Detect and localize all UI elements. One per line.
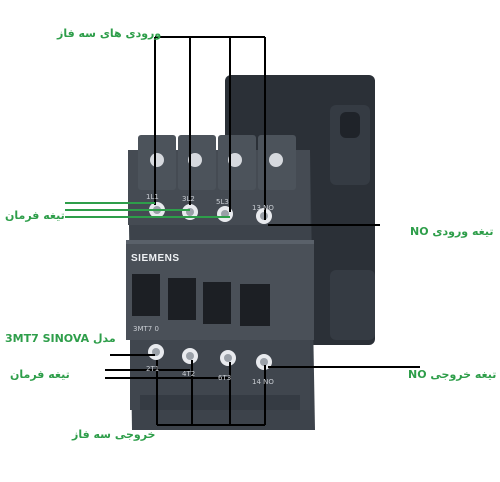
label-control-contact-bottom: تیغه فرمان: [10, 368, 70, 381]
terminal-label-13: 13 NO: [252, 204, 274, 212]
model-stamp: 3MT7 0: [133, 325, 159, 333]
label-no-input-contact: NO تیغه ورودی: [410, 225, 494, 238]
label-three-phase-output: خروجی سه فاز: [72, 428, 156, 441]
leader-lines: [105, 36, 420, 426]
label-model: 3MT7 SINOVA مدل: [5, 332, 116, 345]
terminal-label-1: 1L1: [146, 193, 159, 201]
terminal-label-14: 14 NO: [252, 378, 274, 386]
control-leader-lines: [65, 202, 230, 218]
terminal-label-2: 2T1: [146, 365, 160, 373]
terminal-label-6: 6T3: [218, 374, 232, 382]
terminal-label-3: 3L2: [182, 195, 195, 203]
terminal-label-4: 4T2: [182, 370, 196, 378]
label-three-phase-input: ورودی های سه فاز: [57, 27, 162, 40]
label-no-output-contact: NO تیغه خروجی: [408, 368, 497, 381]
label-control-contact-top: تیغه فرمان: [5, 209, 65, 222]
terminal-label-5: 5L3: [216, 198, 229, 206]
brand-plate: SIEMENS: [131, 253, 180, 264]
